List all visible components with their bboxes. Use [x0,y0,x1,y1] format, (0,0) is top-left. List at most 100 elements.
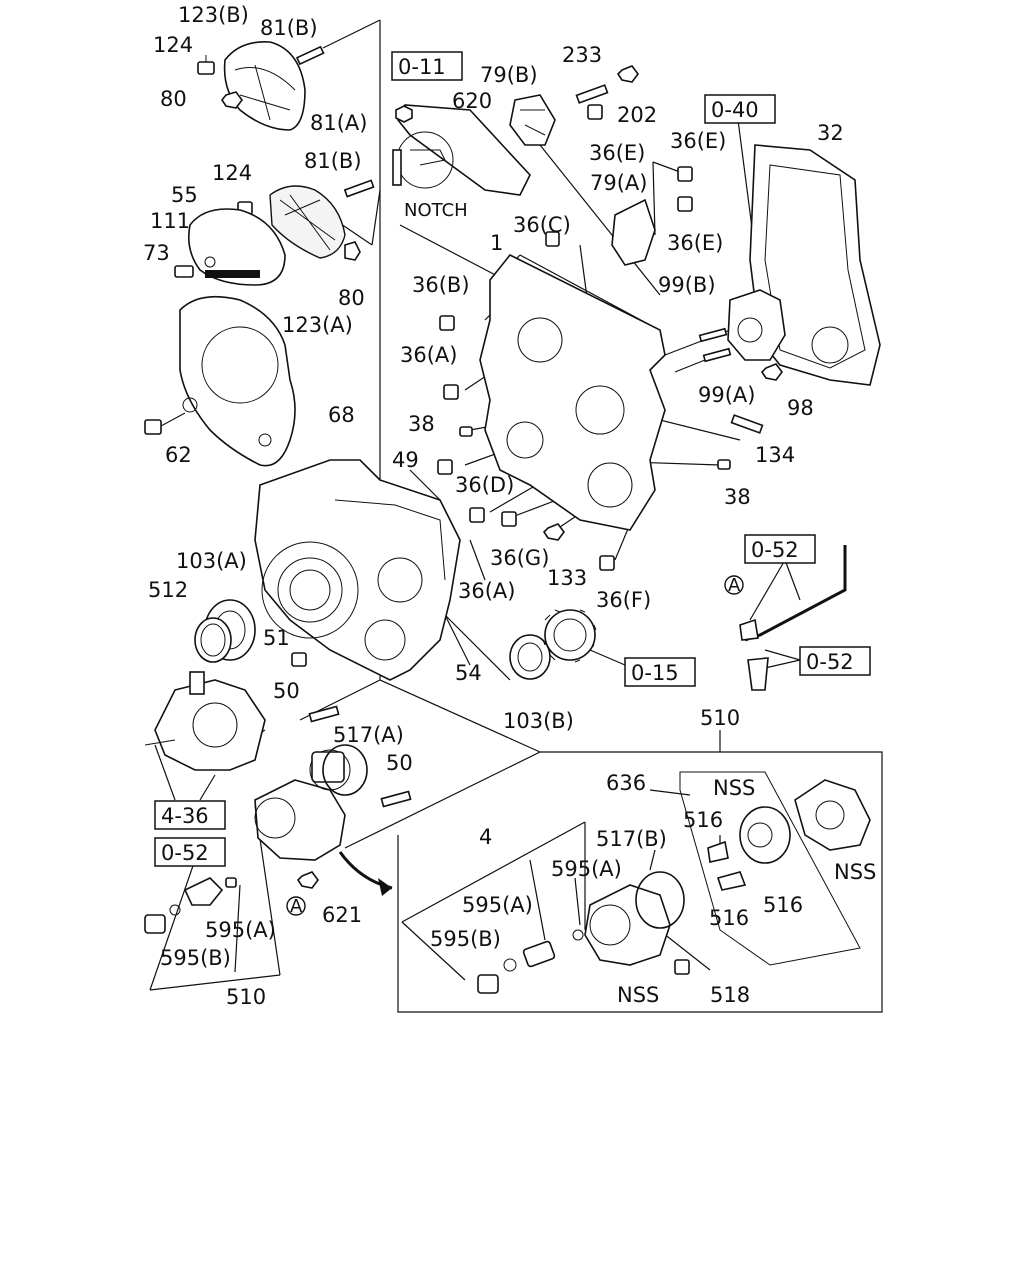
label-621: 621 [322,903,362,927]
circle-markers: A A [286,575,744,917]
label-517a: 517(A) [333,723,404,747]
part-79b-bracket [509,94,556,146]
label-99a: 99(A) [698,383,755,407]
part-bolt-51 [291,652,307,667]
part-68-housing [179,295,296,467]
part-housing-nss [794,779,871,851]
part-valve-4 [522,929,584,968]
part-55-cover [187,208,286,286]
part-nut-202 [616,65,639,83]
label-516-2: 516 [763,893,803,917]
label-4: 4 [479,825,492,849]
label-54: 54 [455,661,482,685]
label-636: 636 [606,771,646,795]
label-103a: 103(A) [176,549,247,573]
label-36g: 36(G) [490,546,549,570]
part-stud-50-1 [308,705,340,723]
label-81a: 81(A) [310,111,367,135]
part-49-cover [254,459,461,681]
ref-text: 0-11 0-40 0-52 0-52 0-15 4-36 0-52 [161,55,854,865]
label-nss-rotor: NSS [713,776,755,800]
part-labels: 123(B) 81(B) 124 80 81(A) 81(B) 124 55 1… [143,3,876,1009]
label-79a: 79(A) [590,171,647,195]
label-80-top: 80 [160,87,187,111]
part-dowels-38 [459,426,731,470]
ref-0-52-fitting: 0-52 [806,650,854,674]
label-50-2: 50 [386,751,413,775]
label-133: 133 [547,566,587,590]
label-595a-2: 595(A) [462,893,533,917]
part-1-gear-case [479,253,666,531]
part-fitting-0-52-left [183,877,237,906]
part-pump-body-detail [584,871,685,966]
part-bolt-62 [144,412,186,435]
label-nss-body: NSS [617,983,659,1007]
ref-0-40: 0-40 [711,98,759,122]
label-124-top: 124 [153,33,193,57]
label-36a-2: 36(A) [458,579,515,603]
ref-0-11: 0-11 [398,55,446,79]
label-55: 55 [171,183,198,207]
part-123b-cover [223,41,306,131]
label-79b: 79(B) [480,63,538,87]
label-620: 620 [452,89,492,113]
label-99b: 99(B) [658,273,716,297]
part-vacuum-pump [254,749,351,861]
label-595b-1: 595(B) [430,927,501,951]
label-36e-3: 36(E) [667,231,723,255]
detail-box-510 [338,751,883,1013]
label-68: 68 [328,403,355,427]
label-36b: 36(B) [412,273,470,297]
label-notch: NOTCH [404,200,468,221]
part-plug-595b-detail [477,958,517,994]
marker-a-2: A [290,896,303,917]
label-517b: 517(B) [596,827,667,851]
label-516-1: 516 [683,808,723,832]
label-510-top: 510 [700,706,740,730]
label-51: 51 [263,626,290,650]
part-123a-cover [269,185,361,261]
part-bolt-36e-2 [677,166,693,182]
part-0-11-nut [395,105,413,123]
ref-0-52-pump: 0-52 [161,841,209,865]
part-bolt-233 [575,84,609,104]
part-nut-621 [296,871,319,889]
part-bolt-518 [674,959,690,975]
label-202: 202 [617,103,657,127]
label-36a-1: 36(A) [400,343,457,367]
label-111: 111 [150,209,190,233]
part-stud-81b-mid [343,179,375,198]
label-50-1: 50 [273,679,300,703]
part-79a-bracket [611,198,656,266]
label-36e-2: 36(E) [670,129,726,153]
part-bolt-124-top [197,55,215,75]
label-73: 73 [143,241,170,265]
part-plug-595b-left [144,904,181,934]
label-98: 98 [787,396,814,420]
label-36e-1: 36(E) [589,141,645,165]
label-516-3: 516 [709,906,749,930]
part-stud-50-2 [380,790,412,808]
part-81a-stud [392,149,402,186]
part-bolt-73 [174,265,194,278]
label-518: 518 [710,983,750,1007]
part-pump-4-36 [144,671,266,771]
part-pump-0-40 [727,289,786,361]
part-620-gasket [396,104,531,196]
part-stud-134 [730,414,764,434]
part-seal-103b [509,634,551,680]
label-81b-top: 81(B) [260,16,318,40]
label-80-mid: 80 [338,286,365,310]
label-124-mid: 124 [212,161,252,185]
ref-0-15: 0-15 [631,661,679,685]
part-gear-0-15 [542,609,597,663]
part-bolt-36e-1 [587,104,603,120]
label-123a: 123(A) [282,313,353,337]
label-nss-housing: NSS [834,860,876,884]
part-nut-80-top [221,91,243,109]
label-62: 62 [165,443,192,467]
ref-0-52-hose: 0-52 [751,538,799,562]
label-134: 134 [755,443,795,467]
part-vanes-516 [707,840,747,891]
label-38-2: 38 [724,485,751,509]
